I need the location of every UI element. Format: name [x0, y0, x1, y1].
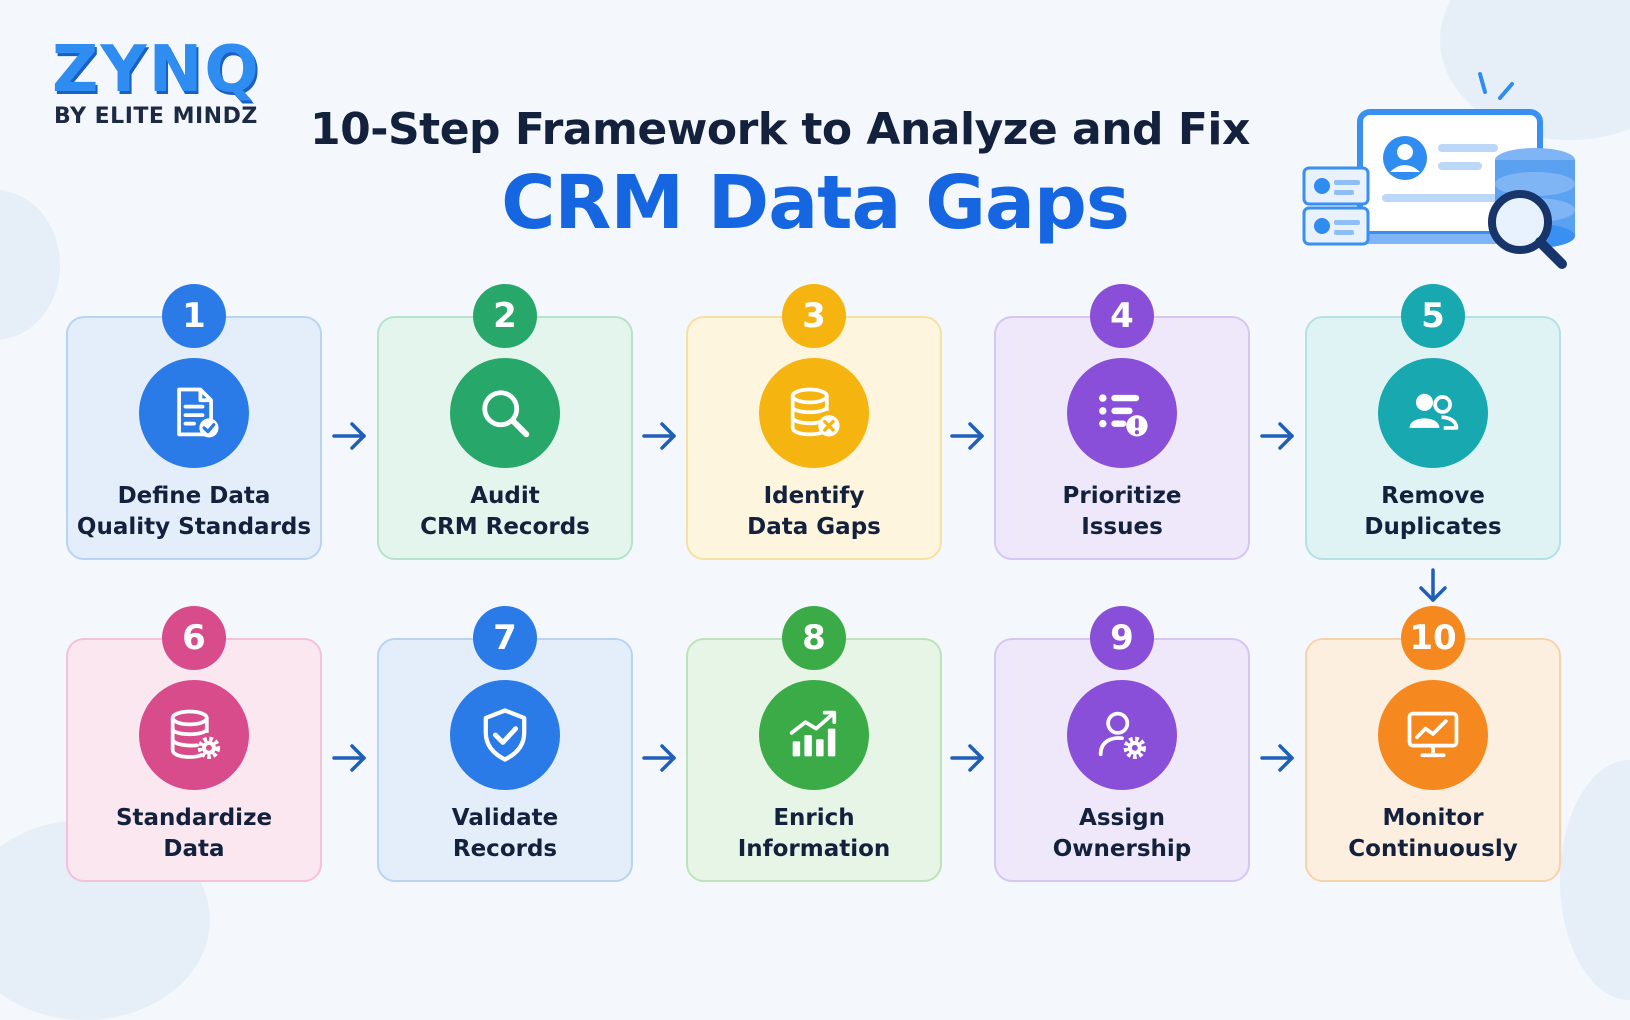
arrow-right-icon [1259, 744, 1294, 772]
arrow-right-icon [641, 422, 676, 450]
step-number-badge-9: 9 [1090, 606, 1154, 670]
page-title: 10-Step Framework to Analyze and Fix [310, 104, 1250, 155]
step-label-line2: Records [452, 836, 558, 862]
step-label-line2: Data [163, 836, 225, 862]
step-label-line2: Quality Standards [76, 514, 312, 540]
arrow-right-icon [950, 744, 984, 772]
user-gear-icon [1067, 680, 1177, 790]
step-label-line1: Identify [763, 483, 865, 509]
step-label-line2: Issues [1081, 514, 1163, 540]
users-icon [1378, 358, 1488, 468]
step-label-line1: Standardize [115, 805, 273, 831]
step-number-badge-1: 1 [162, 284, 226, 348]
arrow-right-icon [331, 422, 366, 450]
list-alert-icon [1067, 358, 1177, 468]
step-label-line1: Validate [451, 805, 559, 831]
growth-chart-icon [759, 680, 869, 790]
step-number-badge-7: 7 [473, 606, 537, 670]
logo-tagline: BY ELITE MINDZ [54, 104, 258, 129]
step-label-line2: Data Gaps [747, 514, 881, 540]
database-error-icon [759, 358, 869, 468]
magnifier-icon [450, 358, 560, 468]
step-label-line2: CRM Records [420, 514, 590, 540]
step-number-badge-10: 10 [1401, 606, 1465, 670]
step-number-badge-4: 4 [1090, 284, 1154, 348]
step-label-line2: Duplicates [1364, 514, 1502, 540]
step-label-line1: Monitor [1382, 805, 1484, 831]
step-label-line2: Ownership [1052, 836, 1192, 862]
step-number-badge-6: 6 [162, 606, 226, 670]
step-number-badge-3: 3 [782, 284, 846, 348]
document-check-icon [139, 358, 249, 468]
arrow-down-icon [1419, 568, 1447, 602]
database-gear-icon [139, 680, 249, 790]
step-number-badge-8: 8 [782, 606, 846, 670]
logo-wordmark: ZYNQ [52, 33, 261, 107]
step-label-line1: Audit [470, 483, 540, 509]
page-subtitle: CRM Data Gaps [501, 160, 1130, 246]
background-blob-bottom-right [1560, 760, 1630, 1000]
step-number-badge-2: 2 [473, 284, 537, 348]
shield-check-icon [450, 680, 560, 790]
step-label-line1: Enrich [773, 805, 855, 831]
monitor-chart-icon [1378, 680, 1488, 790]
step-label-line1: Define Data [117, 483, 271, 509]
step-label-line2: Continuously [1348, 836, 1518, 862]
arrow-right-icon [950, 422, 984, 450]
step-label-line2: Information [737, 836, 891, 862]
step-label-line1: Remove [1381, 483, 1485, 509]
step-number-badge-5: 5 [1401, 284, 1465, 348]
arrow-right-icon [1259, 422, 1294, 450]
step-label-line1: Prioritize [1062, 483, 1182, 509]
arrow-right-icon [331, 744, 366, 772]
crm-database-illustration [1302, 72, 1575, 269]
step-label-line1: Assign [1079, 805, 1165, 831]
arrow-right-icon [641, 744, 676, 772]
